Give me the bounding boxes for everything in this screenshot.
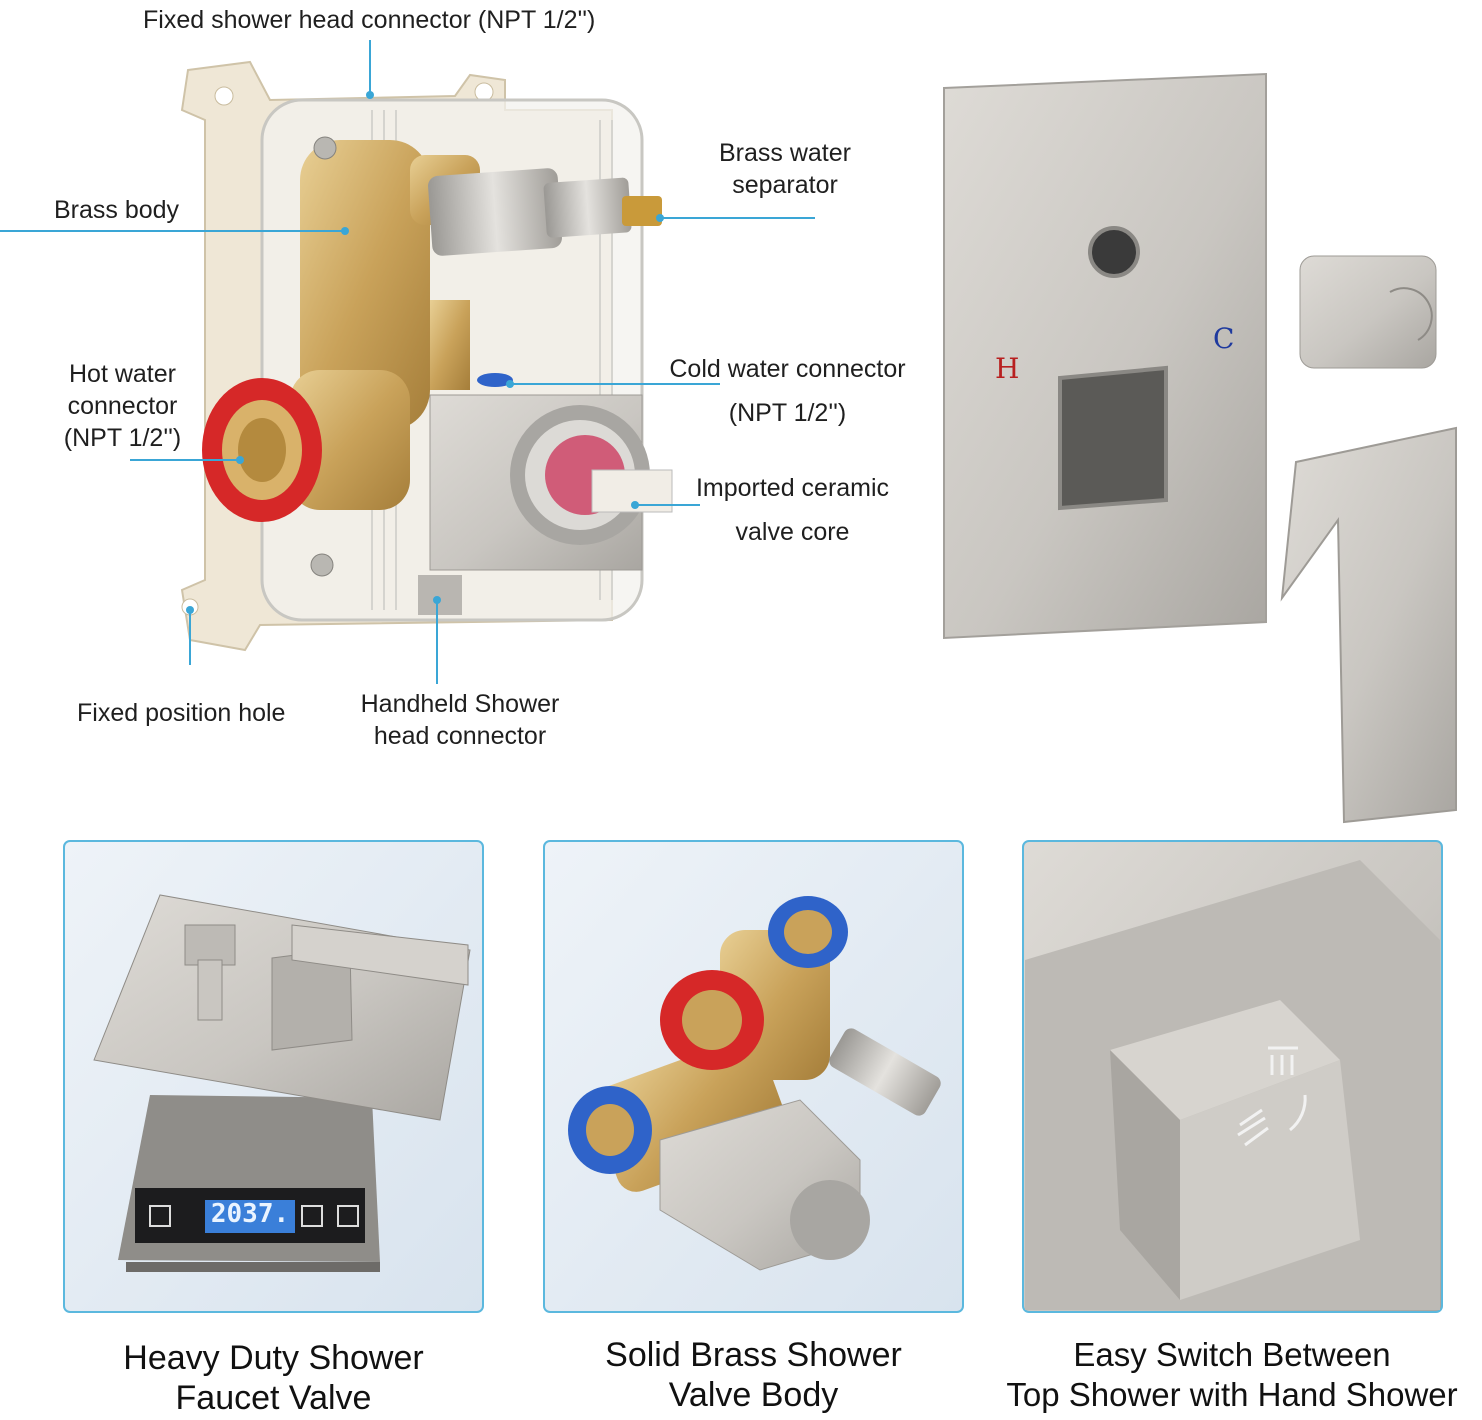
callout-separator-line2: separator — [732, 171, 838, 199]
caption-solid-brass: Solid Brass Shower Valve Body — [544, 1335, 963, 1415]
cold-mark: C — [1213, 322, 1235, 355]
diverter-hole — [1088, 226, 1140, 278]
panel-brass-body-image — [543, 840, 964, 1313]
callout-hot-water: Hot water connector (NPT 1/2'') — [40, 358, 205, 454]
valve-opening — [1058, 365, 1168, 511]
screw-icon — [313, 136, 337, 160]
callout-handheld-line1: Handheld Shower — [360, 690, 560, 718]
callout-ceramic-line2: valve core — [735, 518, 850, 546]
switch-arrow-icon — [1289, 1094, 1307, 1132]
callout-hot-line1: Hot water — [69, 360, 176, 388]
trim-plate — [943, 72, 1267, 640]
callout-cold-water: Cold water connector (NPT 1/2'') — [655, 347, 920, 435]
callout-lines — [0, 40, 815, 684]
callout-fixed-hole: Fixed position hole — [77, 699, 286, 727]
valve-housing-shape — [429, 394, 673, 571]
callout-separator-line1: Brass water — [719, 139, 851, 167]
caption-heavy-duty: Heavy Duty Shower Faucet Valve — [64, 1338, 483, 1418]
callout-hot-line2: connector — [67, 392, 178, 420]
caption-1-line1: Heavy Duty Shower — [123, 1339, 424, 1377]
caption-2-line1: Solid Brass Shower — [605, 1336, 902, 1374]
callout-handheld-connector: Handheld Shower head connector — [340, 688, 580, 752]
callout-ceramic-line1: Imported ceramic — [695, 474, 890, 502]
panel-switch-image — [1022, 840, 1443, 1313]
callout-water-separator: Brass water separator — [700, 137, 870, 201]
hand-shower-icon — [1237, 1108, 1269, 1147]
panel-heavy-duty-image — [63, 840, 484, 1313]
callout-brass-body: Brass body — [54, 196, 180, 224]
diverter-knob — [1299, 255, 1437, 369]
callout-cold-line2: (NPT 1/2'') — [728, 399, 847, 427]
top-shower-icon — [1268, 1046, 1298, 1075]
water-separator-spindle — [428, 168, 662, 256]
screw-icon — [310, 553, 334, 577]
caption-1-line2: Faucet Valve — [175, 1379, 372, 1417]
handheld-connector-shape — [418, 575, 462, 615]
caption-3-line1: Easy Switch Between — [1073, 1336, 1391, 1373]
callout-hot-line3: (NPT 1/2'') — [63, 424, 182, 452]
caption-3-line2: Top Shower with Hand Shower — [1006, 1376, 1458, 1413]
caption-easy-switch: Easy Switch Between Top Shower with Hand… — [985, 1335, 1479, 1415]
callout-top-connector: Fixed shower head connector (NPT 1/2'') — [143, 6, 596, 34]
valve-lever-handle — [1280, 426, 1457, 824]
callout-handheld-line2: head connector — [373, 722, 547, 750]
callout-cold-line1: Cold water connector — [669, 355, 906, 383]
callout-ceramic-core: Imported ceramic valve core — [680, 466, 905, 554]
scale-lcd — [205, 1200, 295, 1233]
hot-water-connector-shape — [202, 378, 322, 522]
hot-mark: H — [995, 352, 1020, 385]
cold-water-connector-shape — [477, 373, 513, 387]
caption-2-line2: Valve Body — [668, 1376, 839, 1414]
scale-display-value: 2037. — [210, 1199, 290, 1229]
